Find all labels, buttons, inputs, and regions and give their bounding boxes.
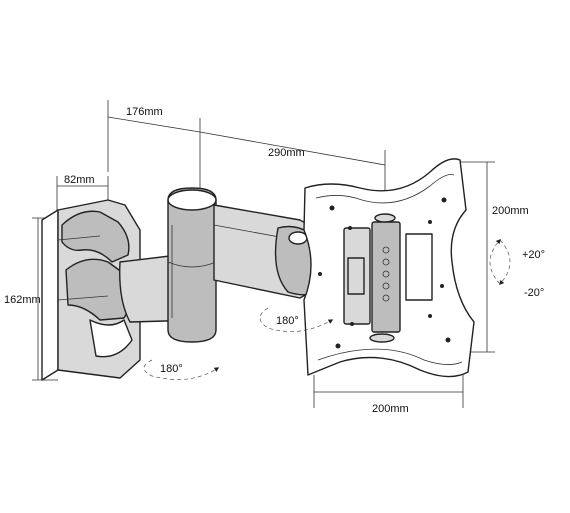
rotation-indicators	[143, 238, 511, 380]
wall-plate	[41, 199, 141, 381]
dim-162mm: 162mm	[4, 294, 41, 306]
swing-arm	[119, 187, 328, 343]
tilt-plus-20: +20°	[522, 249, 545, 261]
dim-200mm-height: 200mm	[492, 205, 529, 217]
vesa-plate	[303, 158, 475, 378]
dimension-lines	[32, 100, 495, 408]
dim-200mm-width: 200mm	[372, 403, 409, 415]
rotation-180-lower: 180°	[160, 363, 183, 375]
dim-290mm: 290mm	[268, 147, 305, 159]
dim-82mm: 82mm	[64, 174, 95, 186]
tilt-minus-20: -20°	[524, 287, 544, 299]
rotation-180-upper: 180°	[276, 315, 299, 327]
dim-176mm: 176mm	[126, 106, 163, 118]
